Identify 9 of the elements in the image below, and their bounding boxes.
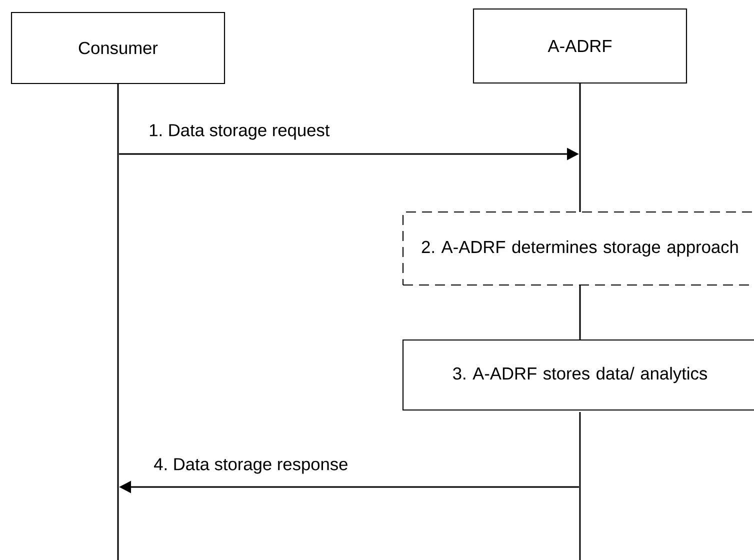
lifeline — [579, 412, 581, 560]
participant-box: A-ADRF — [472, 8, 688, 84]
lifeline — [579, 83, 581, 212]
message-label: 1. Data storage request — [147, 122, 332, 142]
message-label: 4. Data storage response — [152, 456, 350, 476]
participant-box: Consumer — [10, 12, 226, 84]
lifeline — [579, 285, 581, 340]
process-box: 2. A-ADRF determines storage approach — [402, 211, 754, 286]
process-box: 3. A-ADRF stores data/ analytics — [402, 339, 754, 411]
